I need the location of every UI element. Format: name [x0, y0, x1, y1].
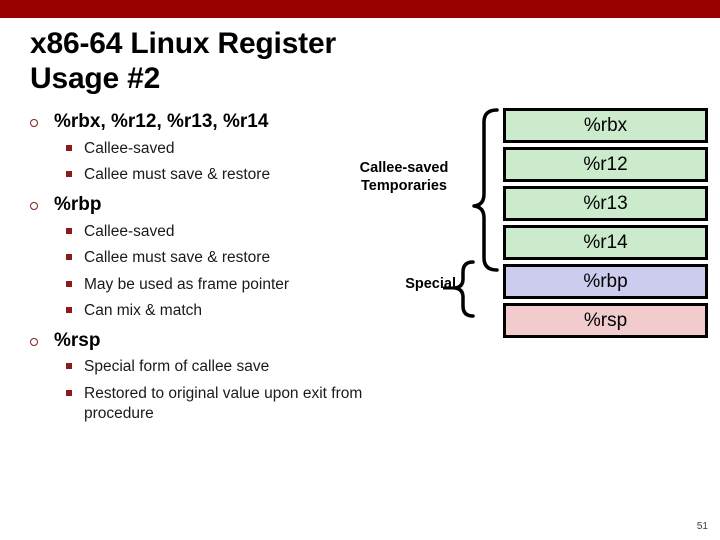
sub-bullet: Special form of callee save: [26, 357, 376, 377]
bullet-heading: %rbp: [26, 193, 376, 216]
bullet-heading: %rbx, %r12, %r13, %r14: [26, 111, 376, 133]
page-number: 51: [696, 521, 708, 532]
circle-bullet-icon: [30, 119, 38, 127]
bullet-heading-label: %rbp: [54, 193, 102, 215]
sub-bullet: Can mix & match: [26, 301, 376, 321]
circle-bullet-icon: [30, 337, 38, 346]
register-box-rsp: %rsp: [503, 303, 708, 338]
sub-bullet: Callee must save & restore: [26, 165, 376, 185]
special-label: Special: [405, 276, 456, 292]
square-bullet-icon: [66, 280, 72, 287]
register-box-r13: %r13: [503, 186, 708, 221]
register-label: %r13: [583, 193, 628, 214]
sub-bullet-label: Special form of callee save: [84, 358, 270, 376]
sub-bullet-label: Callee must save & restore: [84, 249, 271, 267]
page-title: x86-64 Linux Register Usage #2: [30, 27, 336, 96]
register-box-rbp: %rbp: [503, 264, 708, 299]
sub-bullet-label: Callee-saved: [84, 139, 175, 157]
register-box-rbx: %rbx: [503, 108, 708, 143]
sub-bullet-label: Restored to original value upon exit fro…: [84, 384, 363, 423]
special-brace-icon: [453, 260, 475, 318]
sub-bullet: Callee-saved: [26, 139, 376, 159]
bullet-group-rbx: %rbx, %r12, %r13, %r14 Callee-saved Call…: [26, 111, 376, 186]
square-bullet-icon: [66, 254, 72, 261]
sub-bullet-label: Callee-saved: [84, 222, 175, 240]
callee-saved-temporaries-label: Callee-saved Temporaries: [359, 160, 449, 194]
bullet-heading-label: %rbx, %r12, %r13, %r14: [54, 111, 269, 132]
register-label: %rsp: [583, 310, 628, 331]
register-label: %r14: [583, 232, 628, 253]
sub-bullet: Restored to original value upon exit fro…: [26, 384, 376, 425]
sub-bullet: Callee-saved: [26, 222, 376, 242]
sub-bullet-label: Can mix & match: [84, 302, 203, 320]
square-bullet-icon: [66, 144, 72, 151]
register-box-r12: %r12: [503, 147, 708, 182]
square-bullet-icon: [66, 389, 72, 396]
bullet-list: %rbx, %r12, %r13, %r14 Callee-saved Call…: [26, 111, 376, 425]
register-label: %rbx: [583, 115, 628, 136]
top-accent-bar: [0, 0, 720, 18]
bullet-heading: %rsp: [26, 329, 376, 352]
sub-bullet: Callee must save & restore: [26, 248, 376, 268]
sub-bullet-label: May be used as frame pointer: [84, 275, 290, 293]
register-box-r14: %r14: [503, 225, 708, 260]
register-label: %rbp: [583, 271, 628, 292]
bullet-group-rsp: %rsp Special form of callee save Restore…: [26, 329, 376, 425]
square-bullet-icon: [66, 307, 72, 314]
register-stack: %rbx %r12 %r13 %r14 %rbp %rsp: [503, 108, 708, 338]
square-bullet-icon: [66, 171, 72, 178]
sub-bullet: May be used as frame pointer: [26, 275, 376, 295]
square-bullet-icon: [66, 227, 72, 234]
callee-saved-brace-icon: [472, 108, 499, 272]
square-bullet-icon: [66, 363, 72, 370]
register-label: %r12: [583, 154, 628, 175]
sub-bullet-label: Callee must save & restore: [84, 166, 271, 184]
bullet-heading-label: %rsp: [54, 329, 101, 351]
bullet-group-rbp: %rbp Callee-saved Callee must save & res…: [26, 193, 376, 322]
circle-bullet-icon: [30, 201, 38, 210]
